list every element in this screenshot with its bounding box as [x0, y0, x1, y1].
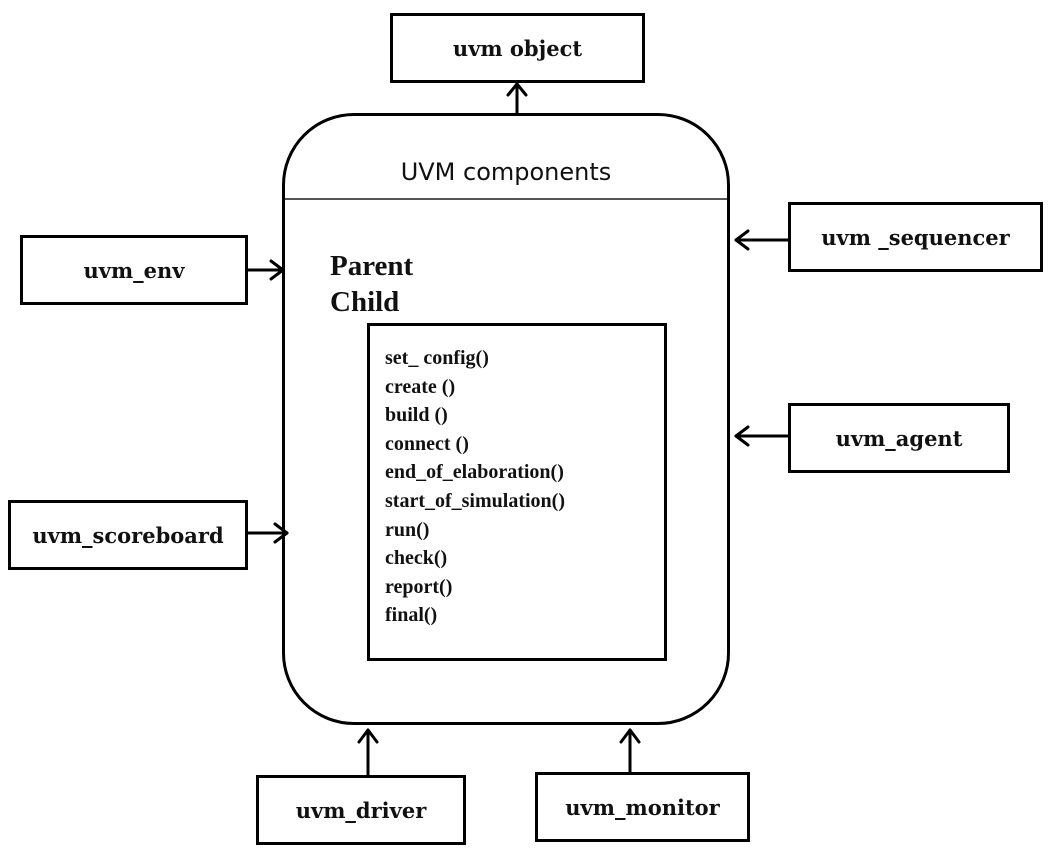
arrow-from-uvm-scoreboard — [246, 522, 289, 544]
uvm-sequencer-node: uvm _sequencer — [788, 202, 1043, 272]
uvm-agent-label: uvm_agent — [835, 425, 963, 451]
title-divider — [285, 198, 727, 200]
method-item: final() — [385, 604, 438, 627]
uvm-env-node: uvm_env — [20, 235, 248, 305]
uvm-env-label: uvm_env — [83, 257, 185, 283]
method-item: create () — [385, 375, 456, 398]
method-item: set_ config() — [385, 347, 489, 369]
uvm-monitor-node: uvm_monitor — [535, 772, 750, 842]
parent-label: Parent — [330, 250, 414, 282]
method-item: start_of_simulation() — [385, 489, 565, 512]
child-label: Child — [330, 286, 400, 318]
uvm-scoreboard-label: uvm_scoreboard — [32, 522, 224, 548]
uvm-object-node: uvm object — [390, 13, 645, 83]
methods-list: set_ config() create () build () connect… — [370, 326, 664, 630]
uvm-agent-node: uvm_agent — [788, 403, 1010, 473]
arrow-from-uvm-sequencer — [734, 229, 790, 251]
method-item: end_of_elaboration() — [385, 461, 564, 484]
method-item: run() — [385, 518, 430, 541]
uvm-sequencer-label: uvm _sequencer — [821, 224, 1010, 250]
uvm-object-label: uvm object — [452, 35, 583, 61]
container-title: UVM components — [400, 158, 612, 186]
arrow-from-uvm-env — [246, 259, 285, 281]
method-item: build () — [385, 404, 448, 427]
arrow-to-uvm-object — [506, 82, 528, 115]
uvm-driver-node: uvm_driver — [256, 775, 466, 845]
uvm-scoreboard-node: uvm_scoreboard — [8, 500, 248, 570]
arrow-from-uvm-driver — [357, 728, 379, 777]
arrow-from-uvm-agent — [734, 425, 790, 447]
arrow-from-uvm-monitor — [619, 728, 641, 774]
method-item: report() — [385, 575, 453, 598]
uvm-monitor-label: uvm_monitor — [565, 794, 720, 820]
method-item: connect () — [385, 432, 469, 455]
method-item: check() — [385, 547, 448, 570]
uvm-driver-label: uvm_driver — [295, 797, 427, 823]
methods-box: set_ config() create () build () connect… — [367, 323, 667, 661]
